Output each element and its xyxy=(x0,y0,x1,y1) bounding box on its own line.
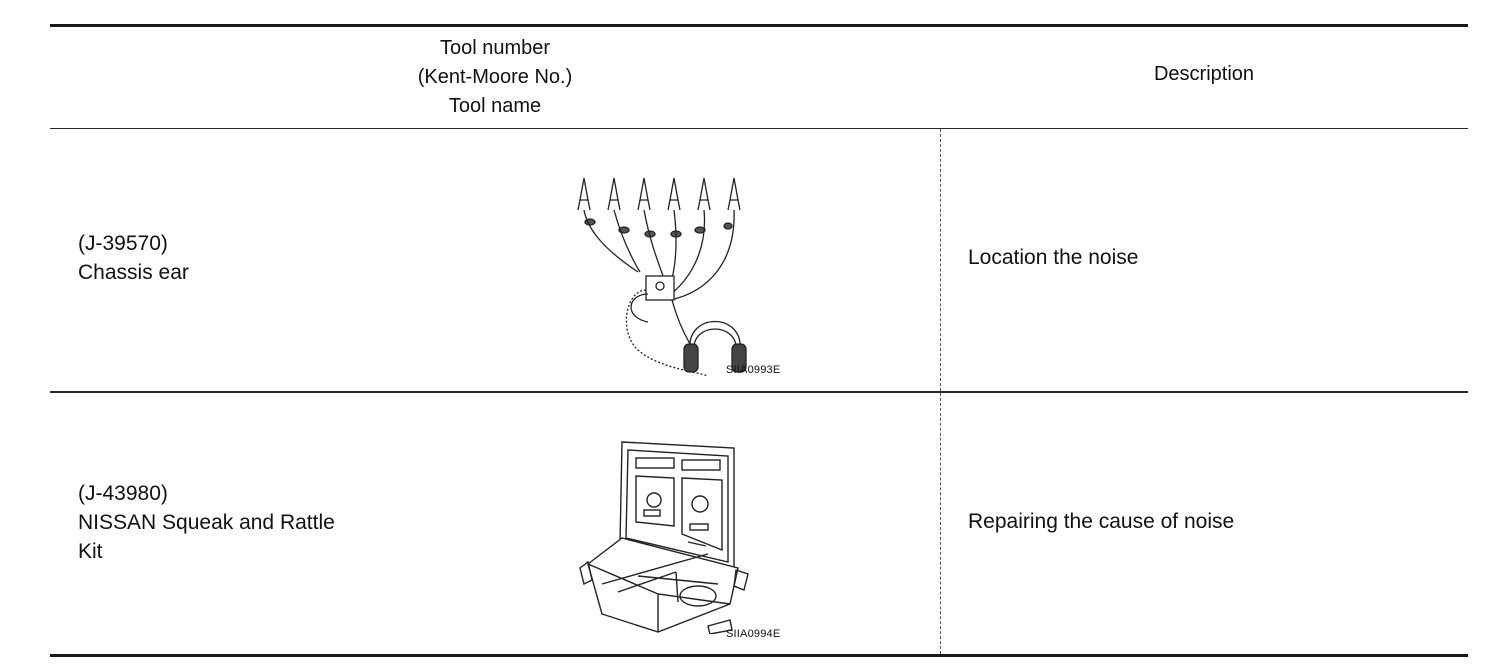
header-description: Description xyxy=(1153,63,1255,85)
tool-name-line1: NISSAN Squeak and Rattle xyxy=(78,511,335,534)
squeak-rattle-kit-illustration xyxy=(558,434,798,634)
header-divider xyxy=(50,128,1468,129)
tools-table: Tool number (Kent-Moore No.) Tool name D… xyxy=(50,24,1468,658)
header-tool-column: Tool number (Kent-Moore No.) Tool name xyxy=(50,34,940,121)
column-divider xyxy=(940,129,941,391)
chassis-ear-illustration xyxy=(568,172,768,382)
tool-cell: (J-39570) Chassis ear xyxy=(78,229,189,287)
figure-code: SIIA0994E xyxy=(726,628,781,640)
description-cell: Location the noise xyxy=(968,246,1139,269)
tool-number: (J-39570) xyxy=(78,232,168,255)
tool-number: (J-43980) xyxy=(78,482,168,505)
header-kent-moore: (Kent-Moore No.) xyxy=(417,66,573,88)
header-tool-number: Tool number xyxy=(439,37,551,59)
header-tool-name: Tool name xyxy=(448,95,542,117)
row-divider xyxy=(50,391,1468,393)
figure-code: SIIA0993E xyxy=(726,364,781,376)
description-cell: Repairing the cause of noise xyxy=(968,510,1235,533)
table-top-rule xyxy=(50,24,1468,27)
tool-name: Chassis ear xyxy=(78,261,189,284)
column-divider xyxy=(940,393,941,654)
clip-group xyxy=(577,177,741,211)
table-bottom-rule xyxy=(50,654,1468,657)
tool-cell: (J-43980) NISSAN Squeak and Rattle Kit xyxy=(78,479,335,566)
tool-name-line2: Kit xyxy=(78,540,103,563)
